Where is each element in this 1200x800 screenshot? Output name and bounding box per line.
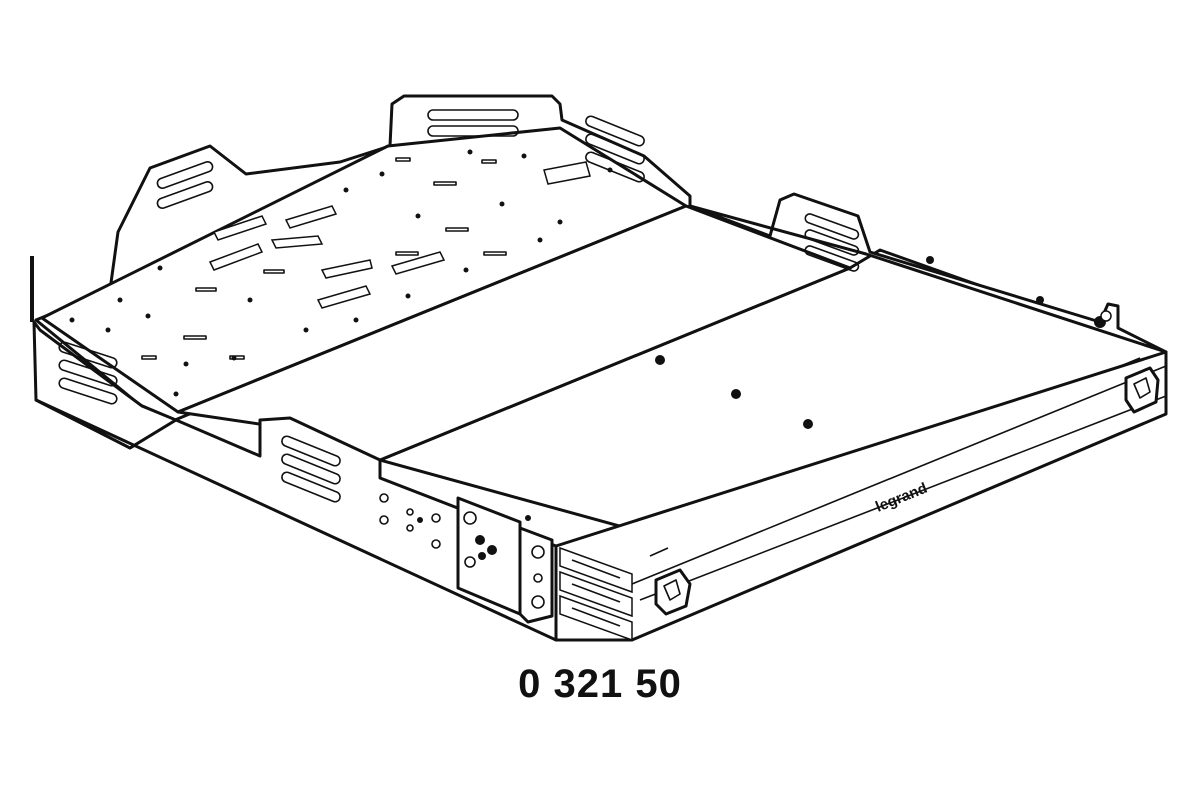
back-left-vent-slots <box>156 160 214 210</box>
back-right-vent-slots <box>585 115 645 183</box>
product-reference-number: 0 321 50 <box>518 662 682 706</box>
left-wall-vent-slots <box>58 341 118 405</box>
cable-guide-clips <box>208 161 591 309</box>
drawer-body: legrand <box>34 192 1168 642</box>
adapter-slots <box>559 546 633 642</box>
front-handle-left-icon <box>654 568 692 616</box>
bracket-holes <box>379 493 545 609</box>
back-center-vent-slots <box>427 109 519 137</box>
front-handle-right-icon <box>1124 366 1160 414</box>
left-front-vent-slots <box>281 435 341 503</box>
right-back-vent-slots <box>804 213 860 272</box>
tray-slot-marks <box>141 157 507 360</box>
